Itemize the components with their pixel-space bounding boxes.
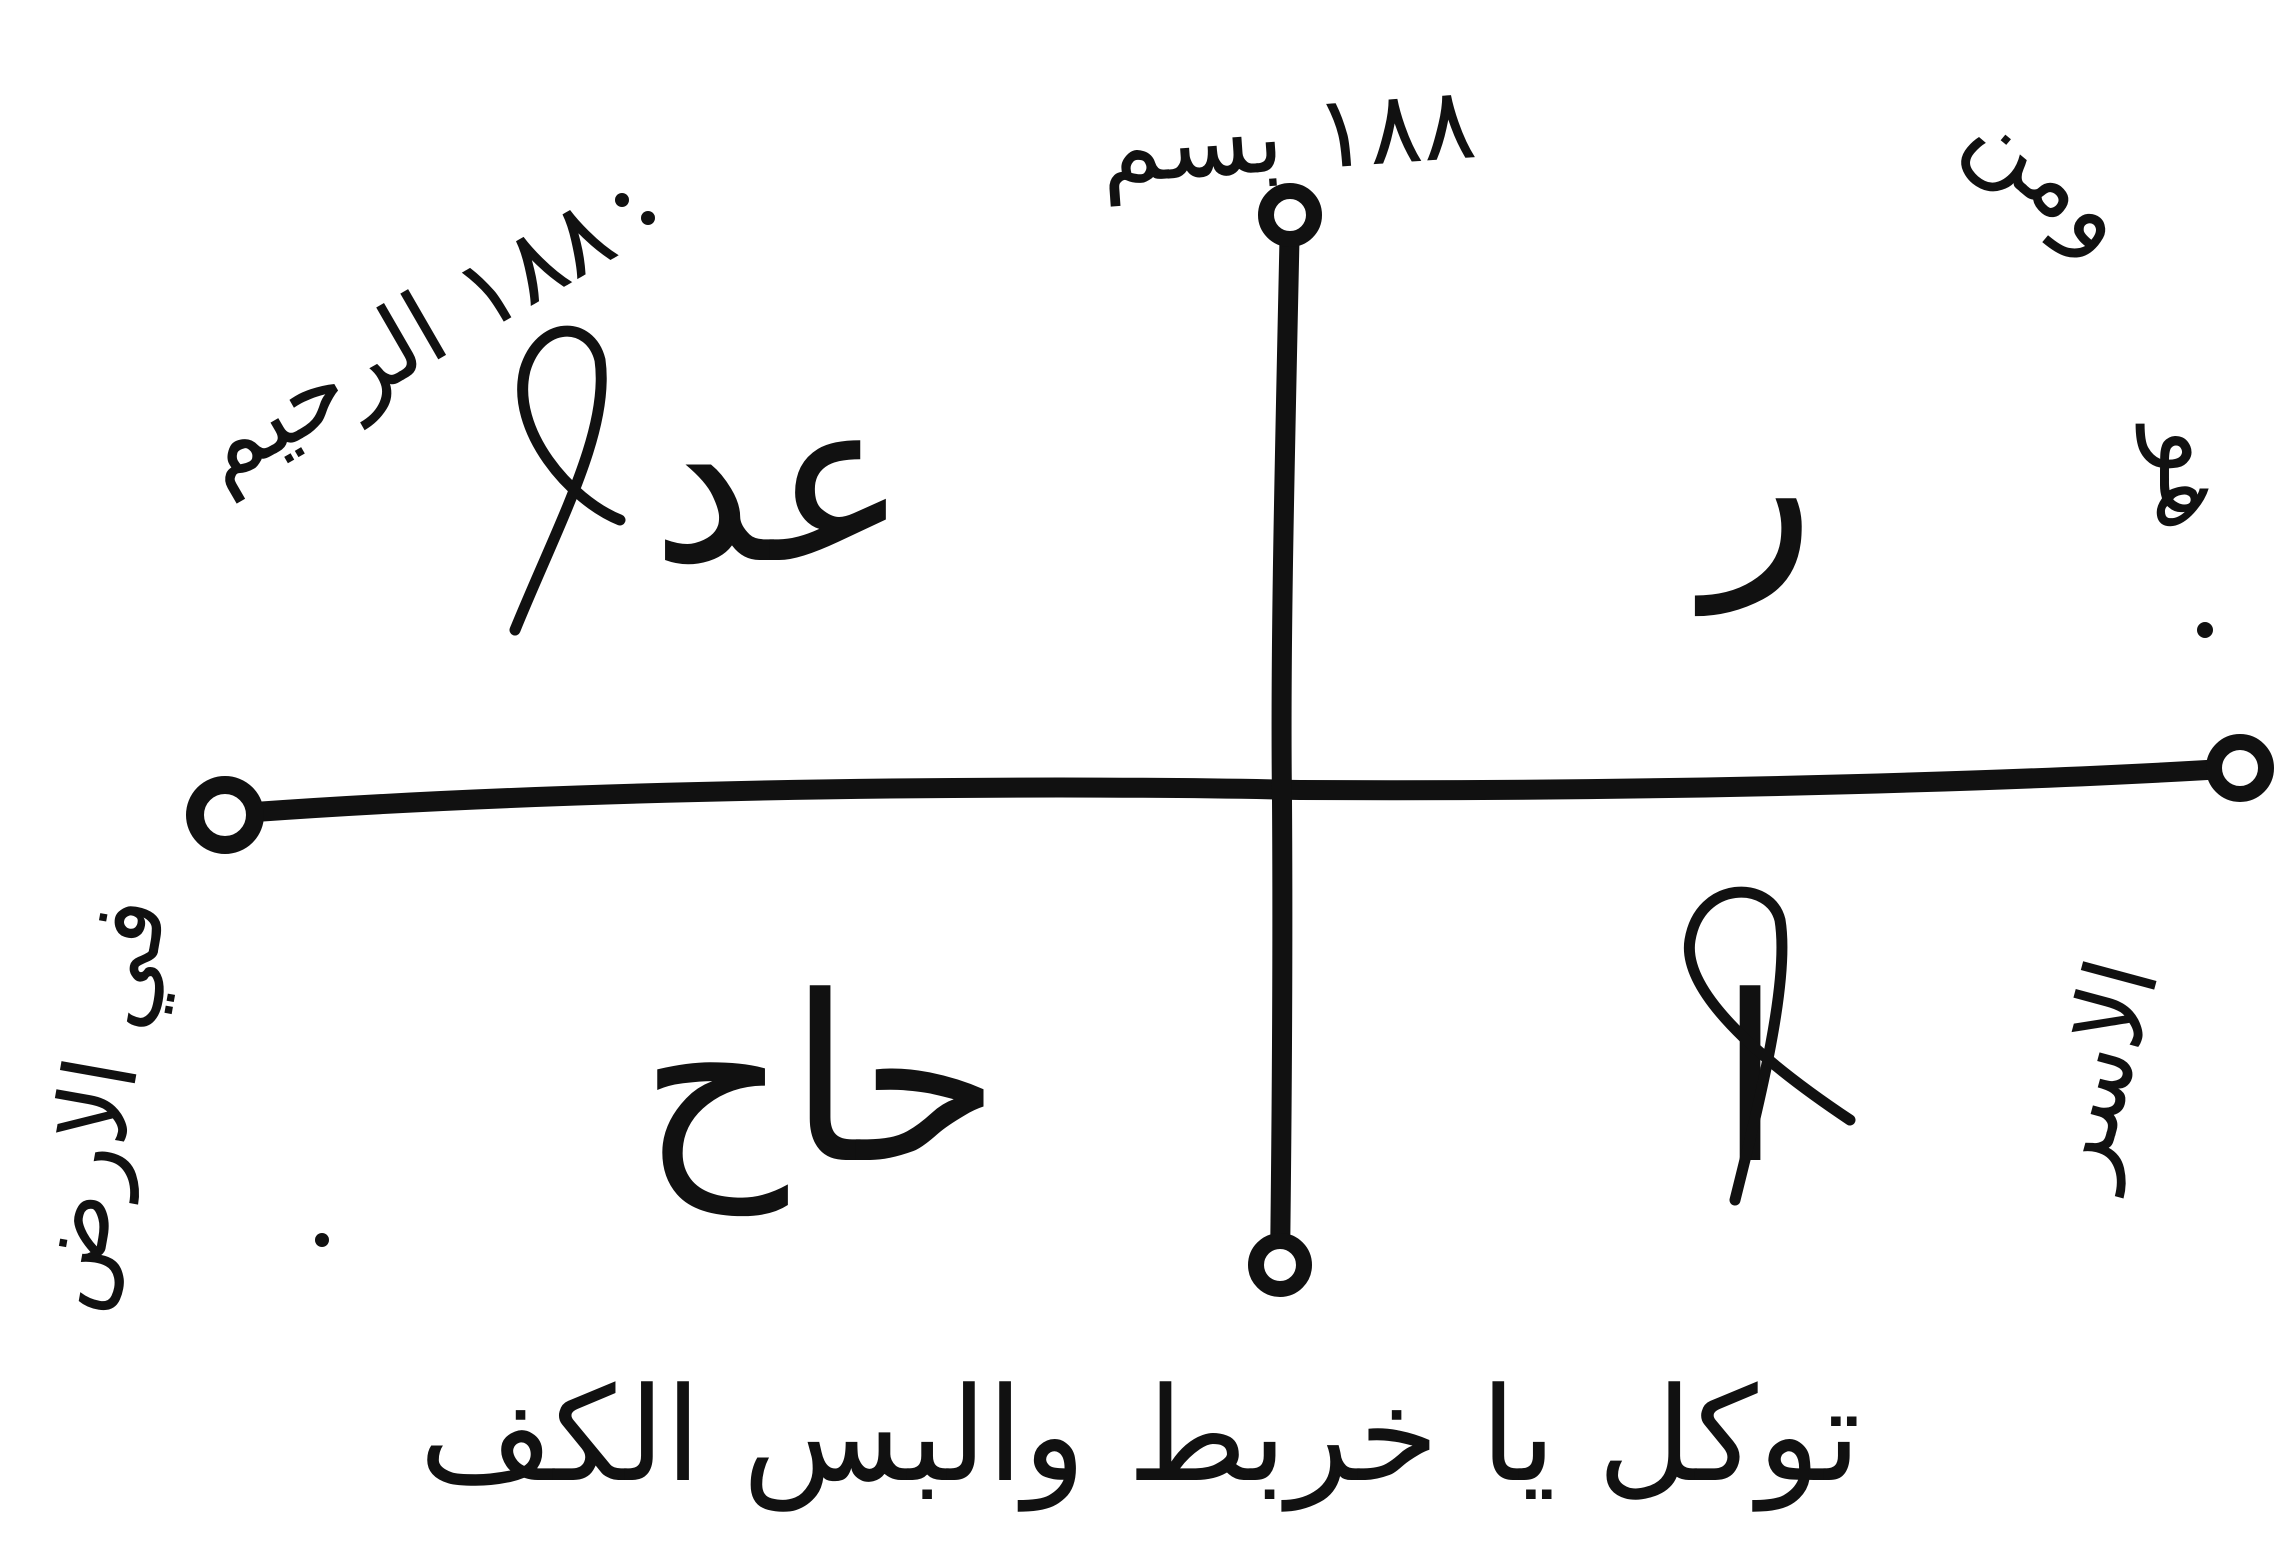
cross — [205, 205, 2250, 1275]
line-terminals — [186, 183, 2274, 1297]
left-terminal — [186, 776, 264, 854]
ring-text-right-lower: الاسر — [2010, 948, 2183, 1200]
bottom-inscription: توكل يا خربط والبس الكف — [419, 1359, 1861, 1512]
center-cells: عد ر حاح ا — [640, 348, 1816, 1217]
ring-text-left: في الارض — [2, 889, 191, 1320]
top-terminal — [1258, 183, 1322, 247]
bottom-terminal — [1248, 1233, 1312, 1297]
loop-top-left — [509, 325, 626, 636]
ring-text-top-left: ١٨٨ الرحيم — [172, 173, 634, 508]
ring-text-top-right: ومن — [1946, 72, 2158, 277]
ink-dot — [315, 1233, 329, 1247]
ink-dot — [615, 193, 629, 207]
cell-top-right: ر — [1694, 348, 1815, 617]
horizontal-line — [205, 758, 2250, 825]
ring-text-right: هو — [2135, 423, 2253, 532]
ink-dot — [641, 211, 655, 225]
ink-dots — [315, 193, 2213, 1247]
decorative-loops — [509, 325, 1856, 1206]
vertical-line — [1270, 205, 1300, 1275]
ring-text-top: ١٨٨ بسم — [1096, 64, 1480, 208]
ring-text: ١٨٨ الرحيم ١٨٨ بسم ومن هو الاسر في الارض — [2, 64, 2253, 1320]
cell-bottom-left: حاح — [640, 948, 1001, 1217]
loop-bottom-right — [1683, 886, 1856, 1206]
cell-top-left: عد — [651, 348, 909, 615]
cell-bottom-right: ا — [1718, 948, 1782, 1215]
ink-dot — [2197, 622, 2213, 638]
right-terminal — [2206, 734, 2274, 802]
